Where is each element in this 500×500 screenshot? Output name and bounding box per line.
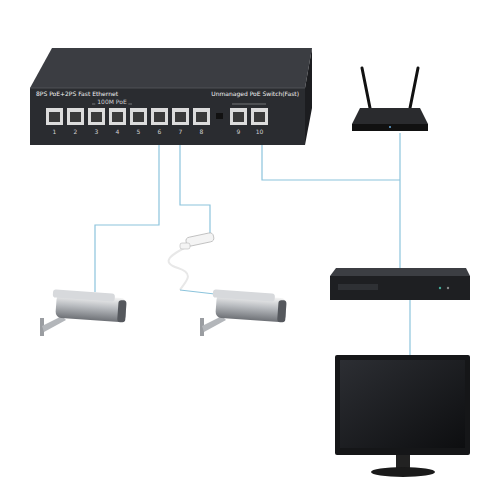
port-group-label: 100M PoE	[95, 99, 128, 105]
router	[352, 68, 428, 131]
monitor	[335, 355, 470, 477]
port-number: 7	[179, 129, 183, 135]
port-number: 4	[116, 129, 120, 135]
camera-left	[40, 289, 127, 336]
port-number: 1	[53, 129, 57, 135]
panel-print: 8PS PoE+2PS Fast Ethernet	[36, 91, 118, 98]
poe-switch	[30, 48, 312, 145]
camera-right	[200, 289, 287, 336]
network-wires	[95, 133, 410, 355]
port-number: 10	[256, 129, 264, 135]
nvr-recorder	[330, 268, 470, 300]
poe-splitter	[169, 232, 232, 296]
panel-print: Unmanaged PoE Switch(Fast)	[211, 91, 299, 98]
port-number: 3	[95, 129, 99, 135]
device-panel: 8PS PoE+2PS Fast Ethernet Unmanaged PoE S…	[30, 88, 305, 104]
port-number: 8	[200, 129, 204, 135]
port-number: 2	[74, 129, 78, 135]
port-number: 5	[137, 129, 141, 135]
port-number: 9	[237, 129, 241, 135]
port-number: 6	[158, 129, 162, 135]
